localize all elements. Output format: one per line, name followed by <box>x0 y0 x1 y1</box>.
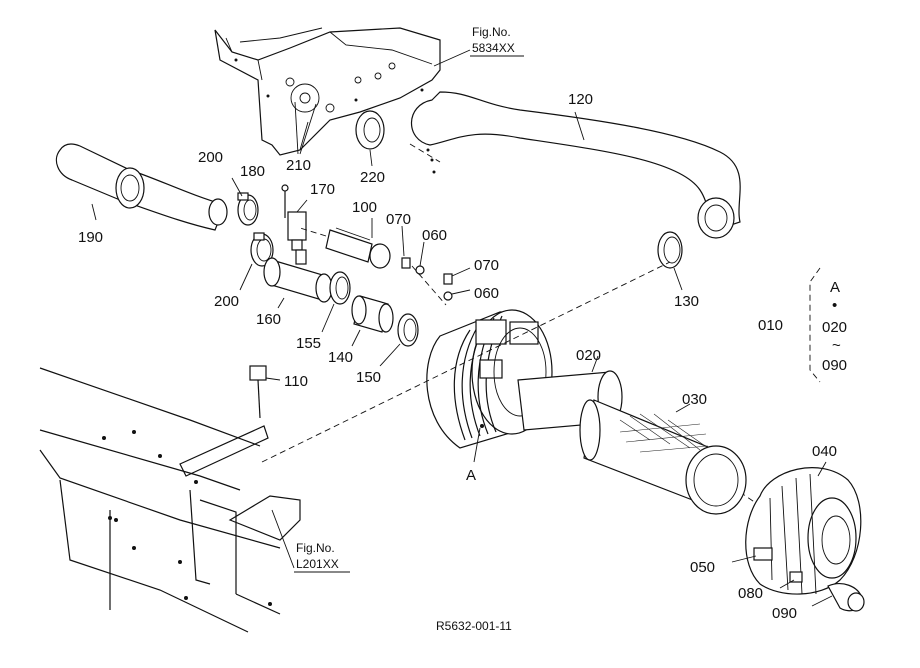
label-160: 160 <box>256 311 281 328</box>
fig-ref-bottom-number: L201XX <box>296 557 339 571</box>
part-060-fitting-lower <box>443 291 453 301</box>
label-150: 150 <box>356 369 381 386</box>
label-070-lower: 070 <box>474 257 499 274</box>
label-155: 155 <box>296 335 321 352</box>
label-080: 080 <box>738 585 763 602</box>
label-ref-a: A <box>466 467 476 484</box>
part-170-sensor <box>287 199 308 251</box>
group-head-a: A <box>830 279 840 296</box>
label-010: 010 <box>758 317 783 334</box>
part-040-cover <box>745 467 862 595</box>
part-080-clip <box>789 571 803 583</box>
part-070-fitting-upper <box>401 257 411 269</box>
part-110-bolt <box>249 365 267 419</box>
fig-ref-top-title: Fig.No. <box>472 25 511 39</box>
fig-ref-bottom-title: Fig.No. <box>296 541 335 555</box>
part-090-evacuator-valve <box>827 583 865 612</box>
label-130: 130 <box>674 293 699 310</box>
group-tilde: ~ <box>832 337 841 354</box>
group-bracket <box>809 267 821 383</box>
part-155-clamp <box>329 271 351 305</box>
frame-lower <box>39 367 301 633</box>
part-220-grommet <box>355 110 385 150</box>
label-170: 170 <box>310 181 335 198</box>
group-bullet: • <box>832 297 837 314</box>
part-070-fitting-lower <box>443 273 453 285</box>
part-200-clamp-lower <box>250 232 274 267</box>
part-100-dust-indicator <box>325 227 391 269</box>
drawing-number: R5632-001-11 <box>436 619 512 633</box>
label-100: 100 <box>352 199 377 216</box>
fig-ref-top-number: 5834XX <box>472 41 515 55</box>
label-120: 120 <box>568 91 593 108</box>
label-060-upper: 060 <box>422 227 447 244</box>
part-130-hose-clamp <box>657 231 683 269</box>
part-150-o-ring <box>397 313 419 347</box>
label-210: 210 <box>286 157 311 174</box>
label-220: 220 <box>360 169 385 186</box>
label-090: 090 <box>772 605 797 622</box>
label-030: 030 <box>682 391 707 408</box>
label-140: 140 <box>328 349 353 366</box>
label-060-lower: 060 <box>474 285 499 302</box>
label-040: 040 <box>812 443 837 460</box>
label-070-upper: 070 <box>386 211 411 228</box>
engine-bracket-top <box>214 27 441 156</box>
part-030-outer-element <box>579 399 747 515</box>
part-160-adapter-tube <box>263 249 333 303</box>
part-120-intake-hose <box>409 91 741 239</box>
label-200-lower: 200 <box>214 293 239 310</box>
group-range-to: 090 <box>822 357 847 374</box>
label-200-upper: 200 <box>198 149 223 166</box>
label-020: 020 <box>576 347 601 364</box>
part-190-inlet-pipe <box>55 143 228 231</box>
group-range-from: 020 <box>822 319 847 336</box>
part-050-latch <box>753 547 773 561</box>
label-180: 180 <box>240 163 265 180</box>
part-140-sleeve <box>351 295 394 333</box>
part-200-clamp-upper <box>237 192 259 226</box>
part-180-screw <box>281 184 289 218</box>
label-190: 190 <box>78 229 103 246</box>
label-110: 110 <box>284 373 308 390</box>
label-050: 050 <box>690 559 715 576</box>
part-060-fitting-upper <box>415 265 425 275</box>
